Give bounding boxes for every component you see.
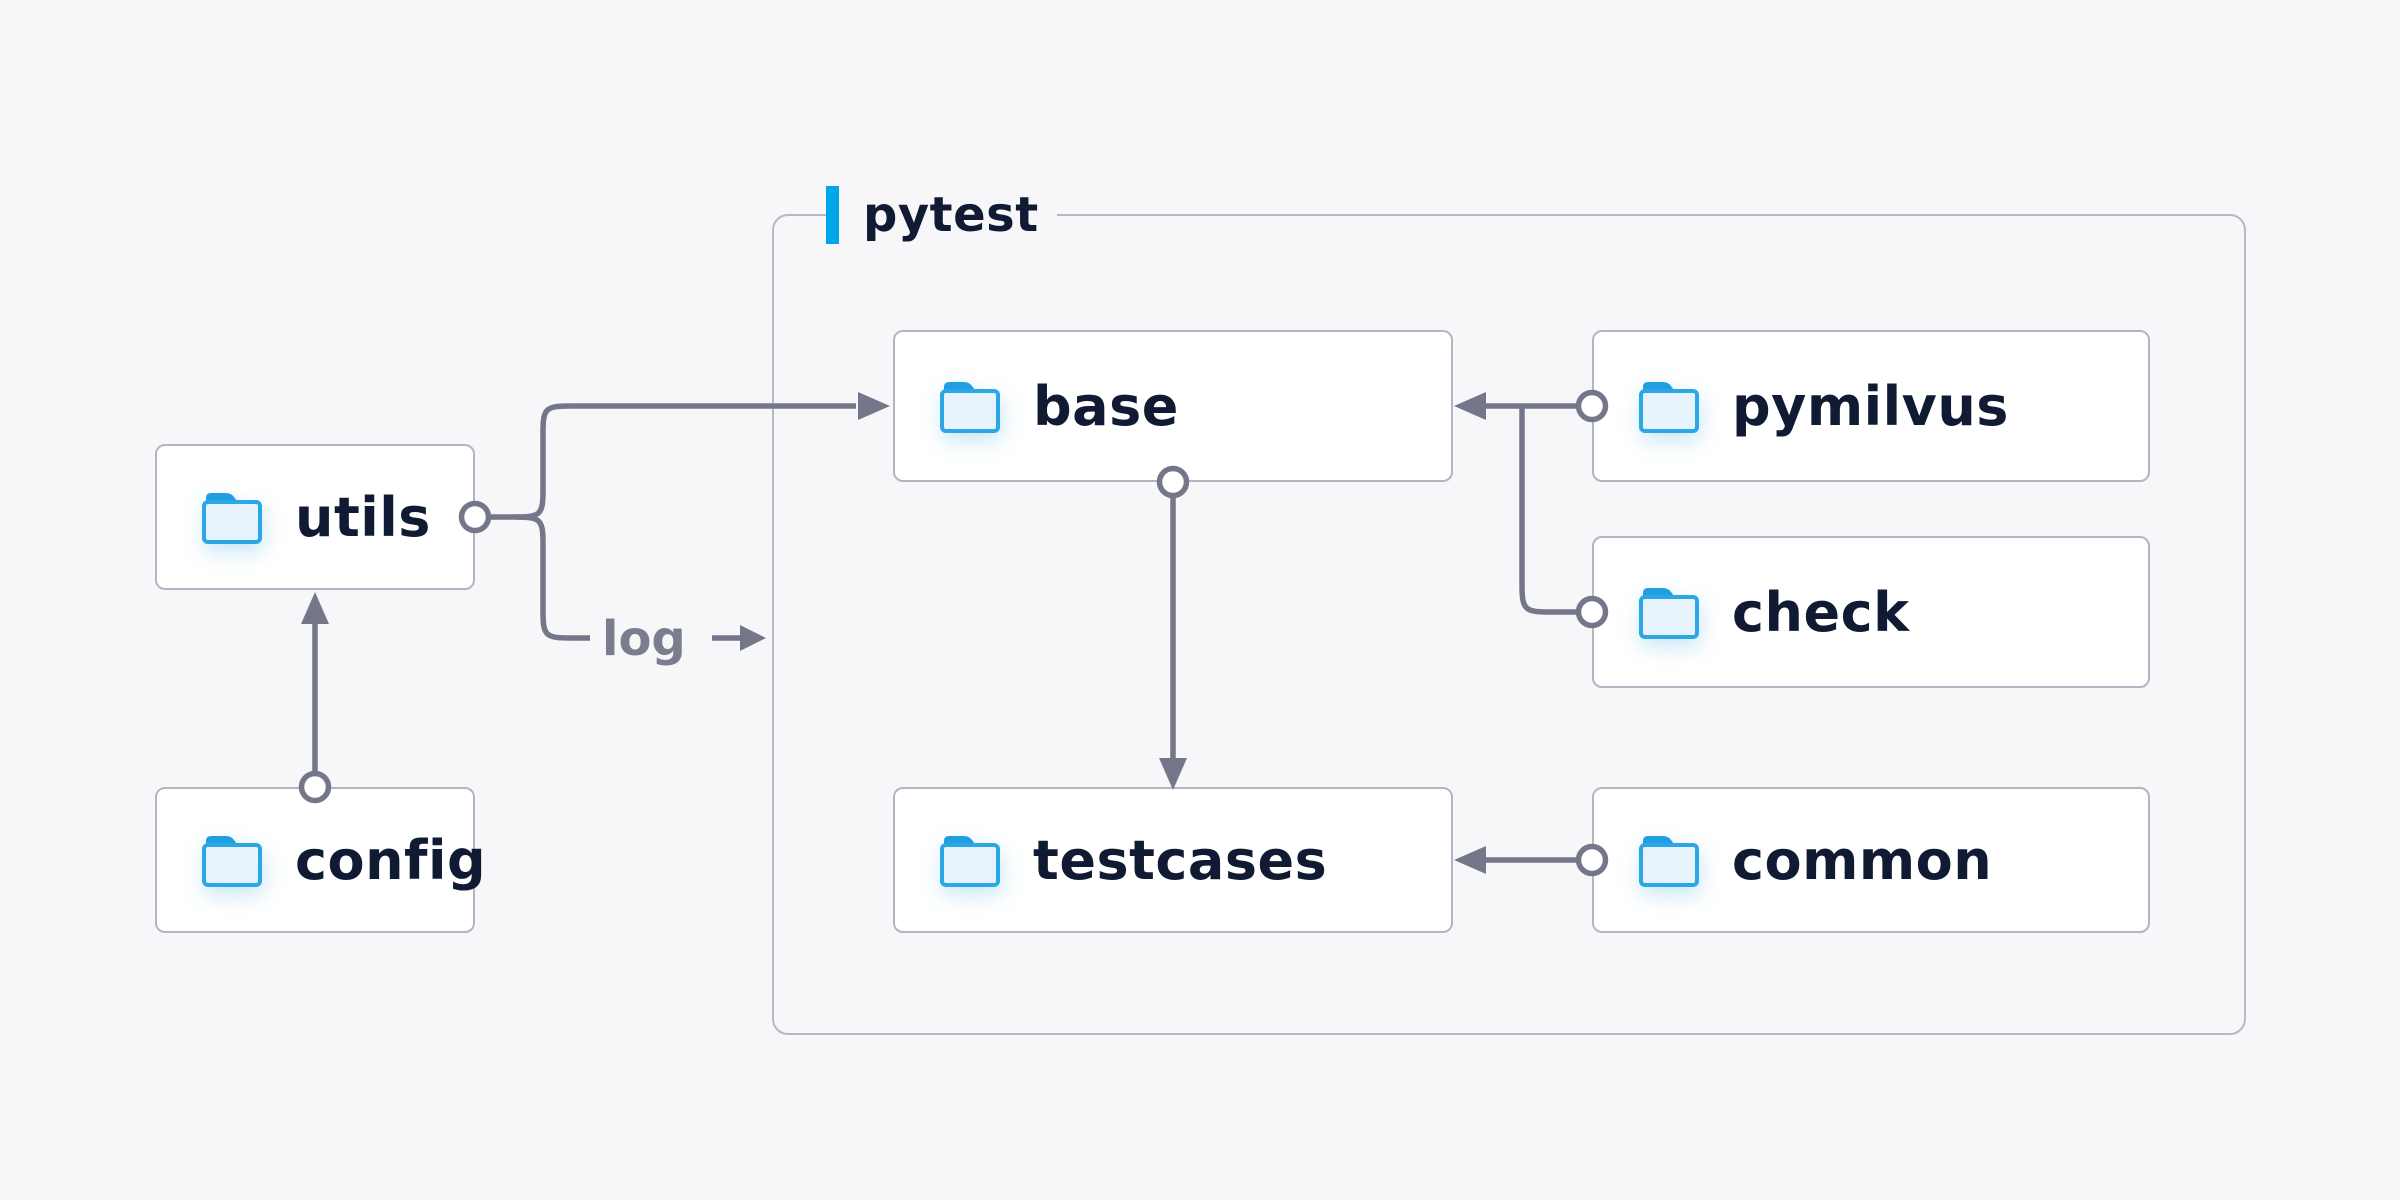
edge-config-utils	[298, 592, 332, 804]
folder-icon	[1639, 588, 1699, 639]
node-label: pymilvus	[1732, 374, 2009, 438]
pytest-group-label: pytest	[826, 185, 1057, 245]
node-label: common	[1732, 828, 1993, 892]
node-common: common	[1592, 787, 2150, 933]
node-label: check	[1732, 580, 1910, 644]
node-config: config	[155, 787, 486, 933]
folder-icon	[1639, 382, 1699, 433]
arrowhead	[740, 625, 766, 651]
pytest-group-box	[772, 214, 2246, 1035]
node-check: check	[1592, 536, 2150, 688]
accent-bar	[826, 186, 839, 244]
node-label: utils	[295, 485, 431, 549]
folder-icon	[940, 382, 1000, 433]
node-label: config	[295, 828, 487, 892]
node-label: base	[1033, 374, 1179, 438]
node-utils: utils	[155, 444, 475, 590]
node-pymilvus: pymilvus	[1592, 330, 2150, 482]
folder-icon	[202, 493, 262, 544]
arrowhead	[301, 592, 329, 624]
log-label: log	[602, 611, 686, 667]
folder-icon	[202, 836, 262, 887]
pytest-group-title: pytest	[863, 187, 1039, 243]
node-base: base	[893, 330, 1453, 482]
node-testcases: testcases	[893, 787, 1453, 933]
edge-label-log: log	[602, 611, 766, 667]
folder-icon	[940, 836, 1000, 887]
node-label: testcases	[1033, 828, 1328, 892]
folder-icon	[1639, 836, 1699, 887]
